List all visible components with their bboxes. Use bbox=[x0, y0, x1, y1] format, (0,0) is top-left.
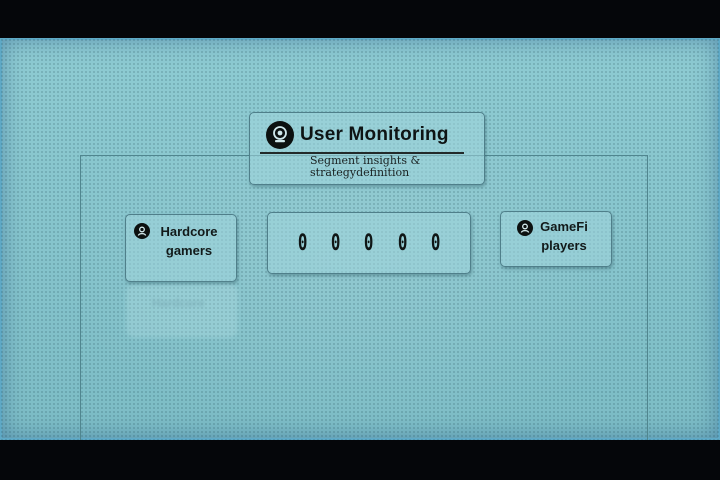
page-subtitle: Segment insights & strategydefinition bbox=[310, 154, 421, 179]
counter-digit: 0 bbox=[430, 230, 441, 256]
segment-label-hardcore-gamers: Hardcore gamers bbox=[160, 224, 218, 258]
monitor-screen: User Monitoring Segment insights & strat… bbox=[0, 38, 720, 440]
title-divider bbox=[260, 152, 464, 154]
ghost-segment-card: Hardcore bbox=[128, 286, 236, 336]
counter-digit: 0 bbox=[397, 230, 408, 256]
user-badge-icon bbox=[517, 220, 533, 236]
counter-digit: 0 bbox=[330, 230, 341, 256]
counter-digit: 0 bbox=[297, 230, 308, 256]
segment-label-gamefi-players: GameFi players bbox=[540, 219, 588, 253]
user-badge-icon bbox=[134, 223, 150, 239]
segment-card-hardcore-gamers[interactable]: Hardcore gamers bbox=[125, 214, 237, 282]
title-card: User Monitoring Segment insights & strat… bbox=[249, 112, 485, 185]
webcam-icon bbox=[266, 121, 294, 149]
page-title: User Monitoring bbox=[300, 124, 449, 145]
counter-digit: 0 bbox=[364, 230, 374, 256]
segment-card-gamefi-players[interactable]: GameFi players bbox=[500, 211, 612, 267]
counter-digits: 0 0 0 0 0 bbox=[268, 213, 470, 273]
user-counter: 0 0 0 0 0 bbox=[267, 212, 471, 274]
title-row: User Monitoring bbox=[266, 121, 449, 149]
ghost-segment-label: Hardcore bbox=[152, 296, 205, 310]
